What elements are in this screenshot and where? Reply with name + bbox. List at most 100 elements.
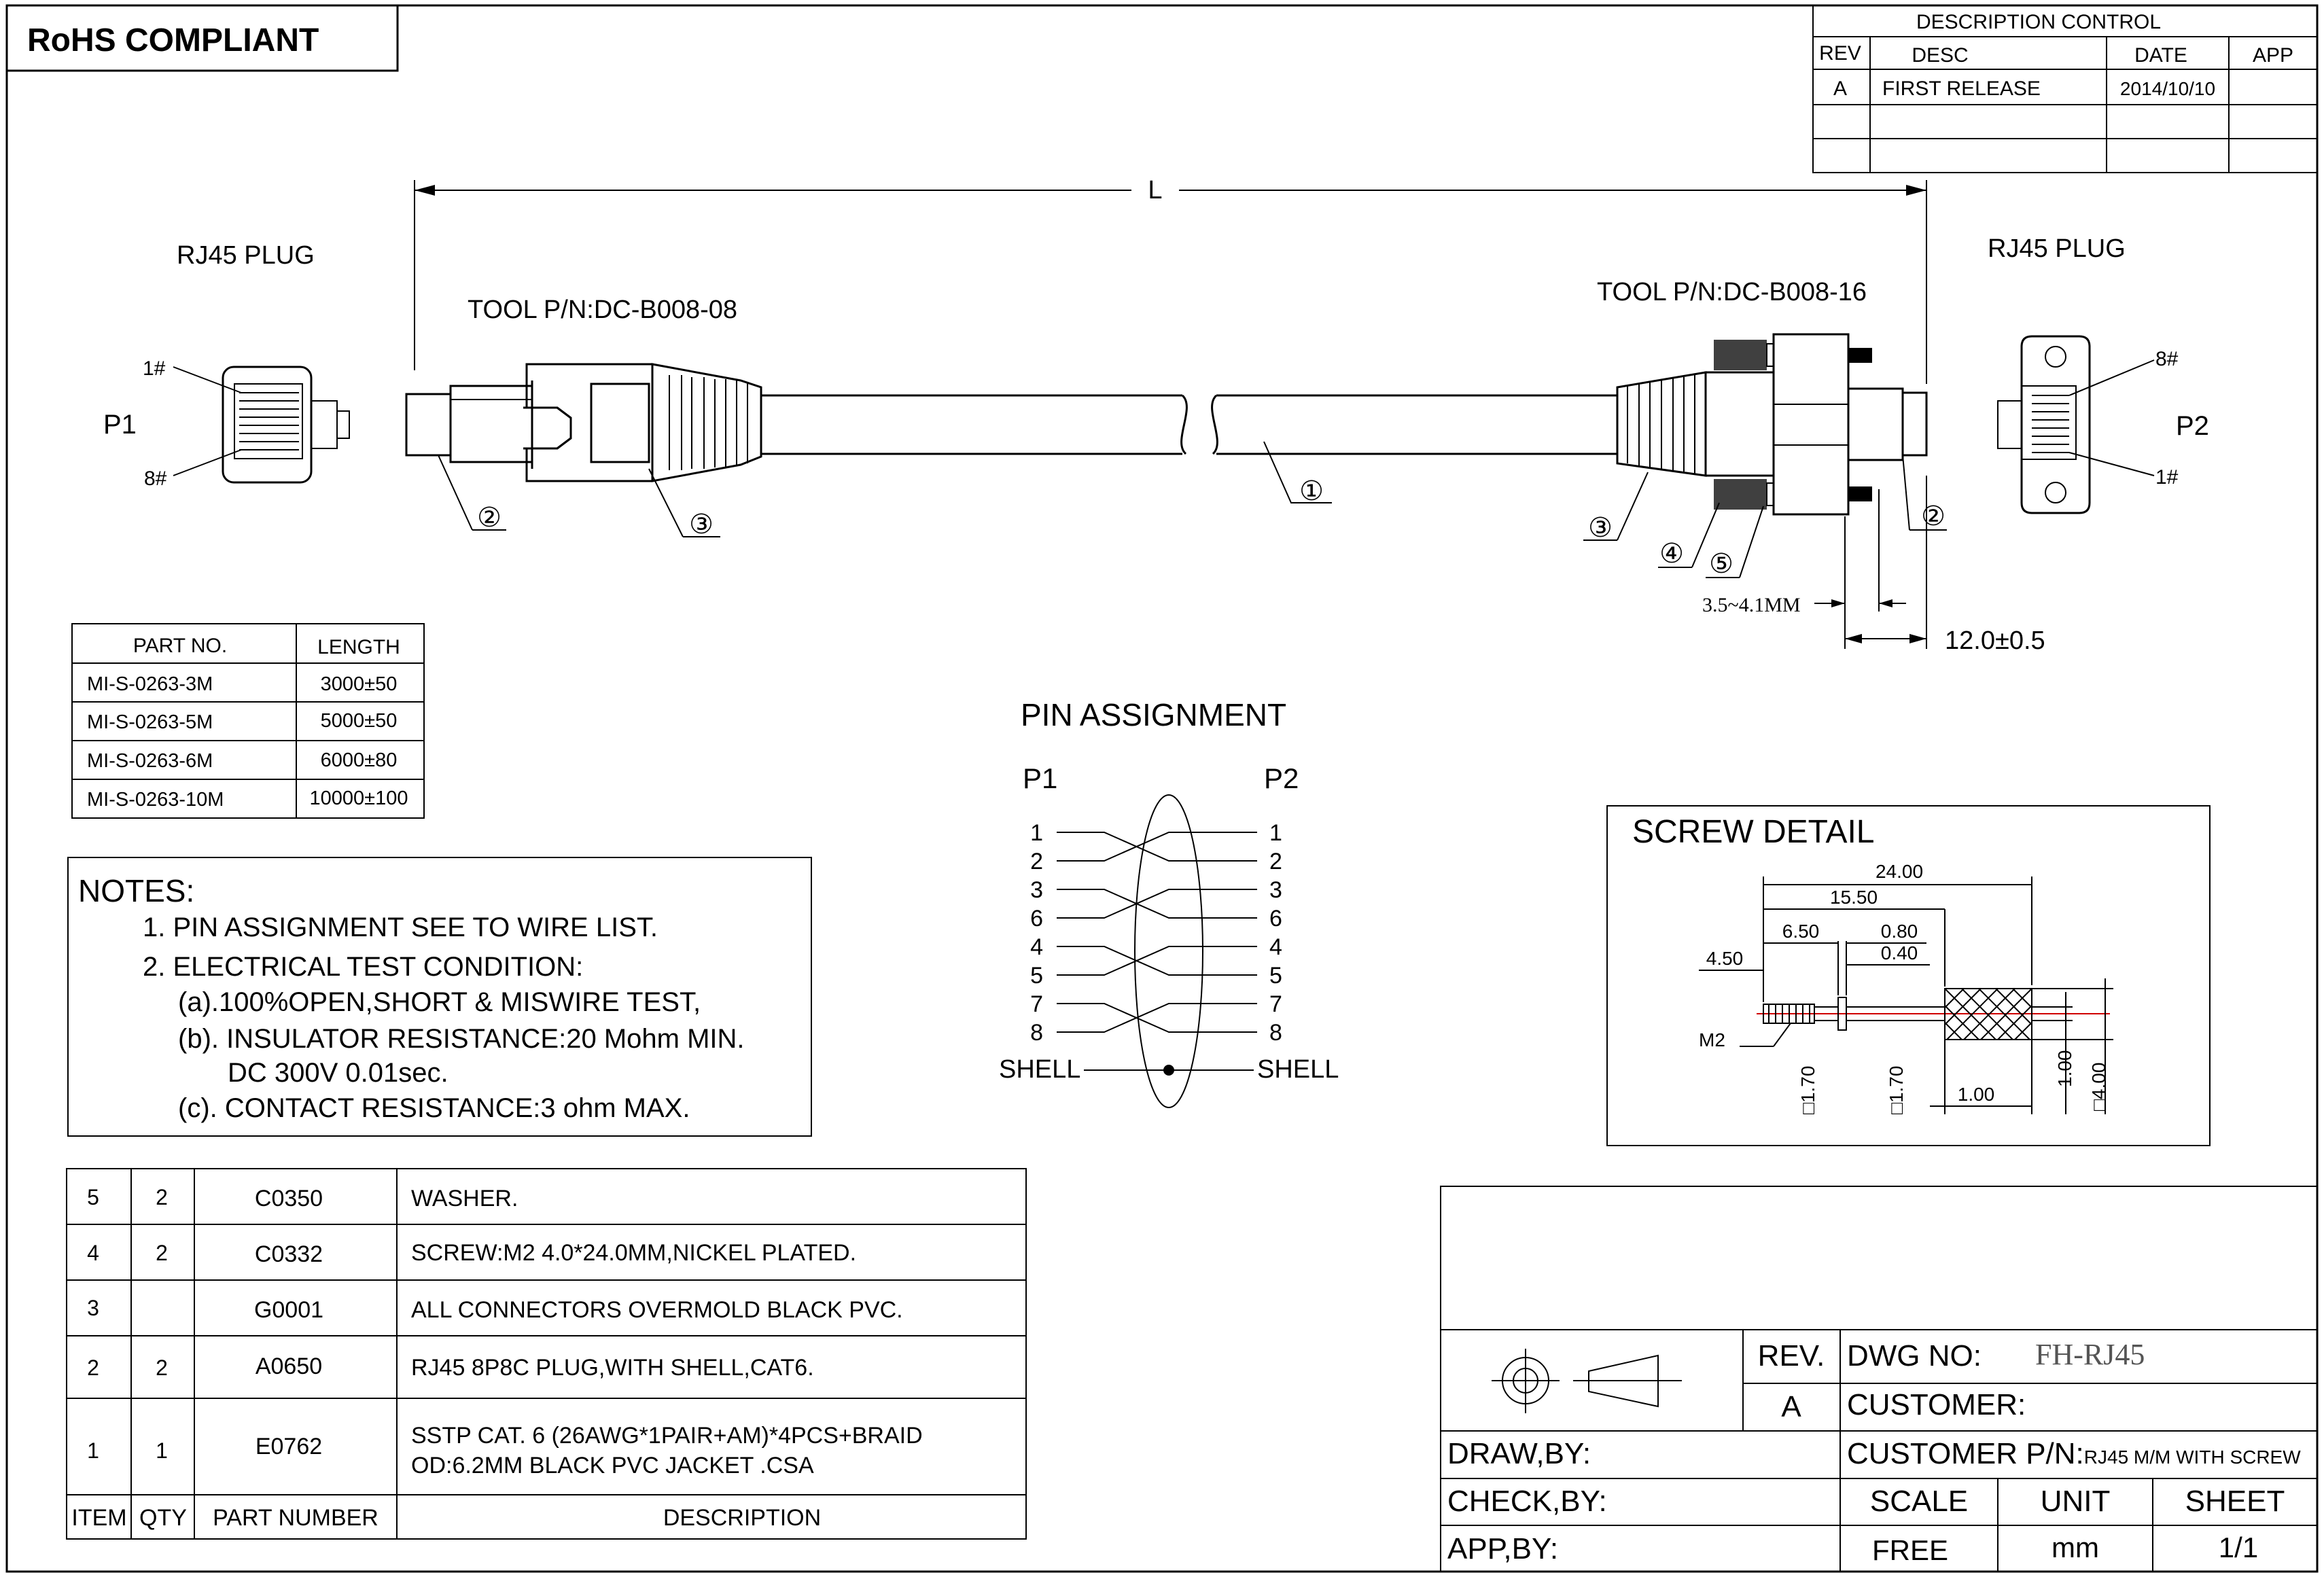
customer-pn-row: CUSTOMER P/N:RJ45 M/M WITH SCREW [1847,1437,2301,1470]
note-line-2: 2. ELECTRICAL TEST CONDITION: [143,952,583,982]
lower-thumb-screw [1714,479,1767,510]
bom-table: 5 2 C0350 WASHER. 4 2 C0332 SCREW:M2 4.0… [66,1168,1027,1540]
screw-dim-1-70-b: □1.70 [1886,1066,1907,1114]
note-line-1: 1. PIN ASSIGNMENT SEE TO WIRE LIST. [143,912,658,942]
right-tool-label: TOOL P/N:DC-B008-16 [1597,278,1867,306]
wire-pin-6 [1057,889,1257,919]
screw-dim-1-00-horizontal: 1.00 [1958,1084,1995,1105]
wire-pin-5 [1057,946,1257,976]
p2-pin-3: 3 [1269,877,1282,903]
p2-plug-front-view: 8# 1# P2 [1997,335,2209,514]
p1-pin1-label: 1# [143,357,166,380]
rev-value: A [1781,1390,1801,1423]
bom-row-5-desc: WASHER. [411,1186,518,1211]
bom-row-4-desc: SCREW:M2 4.0*24.0MM,NICKEL PLATED. [411,1240,856,1266]
part-row-3-part: MI-S-0263-6M [87,750,213,772]
wire-pin-2 [1057,832,1257,862]
desc-row-rev: A [1833,77,1847,100]
p2-label: P2 [2176,411,2209,441]
screw-dim-6-50: 6.50 [1782,921,1820,942]
left-connector-side-view [405,363,762,482]
bom-row-5-part: C0350 [255,1186,323,1211]
note-line-3: (a).100%OPEN,SHORT & MISWIRE TEST, [178,987,701,1017]
screw-detail-box: SCREW DETAIL 24.00 15.50 [1606,805,2211,1146]
screw-dim-overall: 24.00 [1876,861,1923,882]
wire-pin-3 [1057,889,1257,919]
part-length-table: PART NO. LENGTH MI-S-0263-3M 3000±50 MI-… [71,623,425,819]
customer-pn-label: CUSTOMER P/N: [1847,1437,2084,1470]
p1-pin-8: 8 [1030,1020,1043,1046]
rohs-box: RoHS COMPLIANT [5,4,399,72]
bom-row-2-qty: 2 [156,1355,168,1380]
description-control-title: DESCRIPTION CONTROL [1916,11,2161,33]
part-row-3-length: 6000±80 [321,749,398,771]
p2-pin1-label: 1# [2155,466,2179,489]
bom-row-1-item: 1 [87,1438,99,1463]
p2-pin-6: 6 [1269,906,1282,932]
screw-dim-4-00: □4.00 [2088,1063,2109,1111]
desc-header-rev: REV [1819,42,1861,65]
screw-dim-1-00-vertical: 1.00 [2054,1050,2075,1088]
bom-row-1-qty: 1 [156,1438,168,1463]
scale-value: FREE [1872,1534,1948,1566]
callout-3-left: ③ [689,510,714,539]
bom-row-4-qty: 2 [156,1241,168,1265]
dwg-no-value: FH-RJ45 [2035,1338,2145,1371]
notes-box: NOTES: 1. PIN ASSIGNMENT SEE TO WIRE LIS… [67,857,812,1137]
wire-pin-1 [1057,832,1257,862]
callout-2-left: ② [477,503,501,533]
part-row-4-part: MI-S-0263-10M [87,789,224,811]
sheet-value: 1/1 [2219,1531,2258,1563]
rohs-label: RoHS COMPLIANT [27,22,319,58]
callout-3-right: ③ [1588,513,1613,543]
customer-label: CUSTOMER: [1847,1388,2026,1421]
part-row-2-length: 5000±50 [321,710,398,732]
bom-row-3-desc: ALL CONNECTORS OVERMOLD BLACK PVC. [411,1297,903,1323]
bom-row-1-desc-line2: OD:6.2MM BLACK PVC JACKET .CSA [411,1453,814,1478]
left-plug-label: RJ45 PLUG [177,241,315,270]
upper-thumb-screw [1714,340,1767,370]
bom-row-2-item: 2 [87,1355,99,1380]
desc-row-desc: FIRST RELEASE [1882,77,2041,100]
p1-pin-5: 5 [1030,963,1043,989]
right-plug-label: RJ45 PLUG [1988,234,2126,263]
bom-row-2-part: A0650 [256,1353,322,1379]
part-row-2-part: MI-S-0263-5M [87,711,213,733]
note-line-6: (c). CONTACT RESISTANCE:3 ohm MAX. [178,1093,690,1123]
bom-row-5-item: 5 [87,1185,99,1209]
screw-dim-1-70-a: □1.70 [1797,1066,1818,1114]
pin-assignment-title: PIN ASSIGNMENT [1021,697,1286,732]
pin-p2-label: P2 [1264,762,1299,794]
desc-row-date: 2014/10/10 [2120,78,2215,99]
part-table-header-part: PART NO. [133,635,227,657]
bom-row-2-desc: RJ45 8P8C PLUG,WITH SHELL,CAT6. [411,1355,814,1381]
desc-header-date: DATE [2134,44,2187,67]
projection-symbol-icon [1492,1349,1682,1413]
part-row-4-length: 10000±100 [310,787,408,809]
length-dimension-label: L [1148,176,1162,205]
screw-dim-0-40: 0.40 [1881,942,1918,963]
note-line-4: (b). INSULATOR RESISTANCE:20 Mohm MIN. [178,1024,745,1054]
p1-plug-front-view: 1# 8# P1 [103,357,350,490]
bom-row-3-part: G0001 [254,1297,323,1323]
title-block: REV. A DWG NO: FH-RJ45 CUSTOMER: DRAW,BY… [1440,1186,2318,1572]
dwg-no-label: DWG NO: [1847,1339,1982,1372]
item-callouts: ② ③ ① ③ ④ ⑤ ② [438,455,1947,579]
p1-label: P1 [103,410,137,440]
left-tool-label: TOOL P/N:DC-B008-08 [468,296,737,324]
part-row-1-length: 3000±50 [321,673,398,695]
p1-pin8-label: 8# [144,467,167,490]
customer-pn-value: RJ45 M/M WITH SCREW [2084,1447,2301,1468]
p1-pin-3: 3 [1030,877,1043,903]
callout-4: ④ [1659,539,1684,569]
part-row-1-part: MI-S-0263-3M [87,673,213,695]
screw-dim-15-50: 15.50 [1830,887,1878,908]
screw-dim-4-50: 4.50 [1706,948,1744,969]
bom-row-5-qty: 2 [156,1185,168,1209]
p2-pin-5: 5 [1269,963,1282,989]
p2-pin8-label: 8# [2155,348,2179,370]
sheet-label: SHEET [2185,1485,2285,1518]
shell-left-label: SHELL [999,1055,1080,1084]
